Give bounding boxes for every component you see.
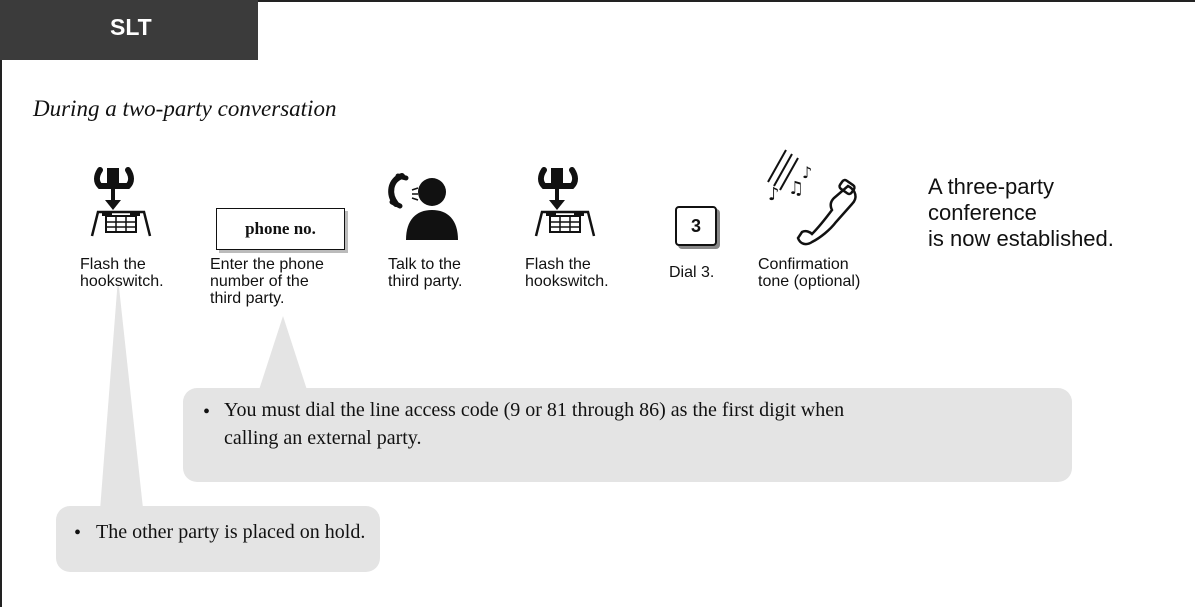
step-1-caption: Flash the hookswitch.: [80, 256, 164, 290]
caption-line: hookswitch.: [525, 273, 609, 290]
result-text: A three-party conference is now establis…: [928, 174, 1114, 252]
hold-note-callout: [56, 506, 380, 572]
result-line: conference: [928, 200, 1037, 225]
hold-note-bullet: •: [74, 522, 82, 544]
step-2-caption: Enter the phone number of the third part…: [210, 256, 324, 307]
hold-callout-pointer: [98, 278, 146, 536]
caption-line: hookswitch.: [80, 273, 164, 290]
dial-key-label: 3: [690, 215, 701, 236]
phone-number-box-label: phone no.: [245, 219, 316, 238]
caption-line: tone (optional): [758, 273, 861, 290]
caption-line: Flash the: [525, 256, 591, 273]
hookswitch-icon: [90, 167, 152, 237]
dial-callout-pointer: [258, 316, 308, 393]
step-4-caption: Flash the hookswitch.: [525, 256, 609, 290]
section-tab: SLT: [0, 0, 258, 60]
step-3-caption: Talk to the third party.: [388, 256, 462, 290]
frame-left-border: [0, 0, 2, 607]
section-heading: During a two-party conversation: [33, 96, 337, 121]
dial-note-bullet: •: [203, 401, 211, 423]
caption-line: Flash the: [80, 256, 146, 273]
dial-note-callout: [183, 388, 1072, 482]
caption-line: Talk to the: [388, 256, 461, 273]
hookswitch-icon: [534, 167, 596, 237]
result-line: is now established.: [928, 226, 1114, 251]
caption-line: Dial 3.: [669, 264, 715, 281]
talk-icon: [388, 173, 458, 240]
confirmation-tone-icon: ♪ ♫ ♪: [767, 149, 857, 246]
result-line: A three-party: [928, 174, 1054, 199]
frame-top-border: [0, 0, 1195, 2]
note-line: calling an external party.: [224, 427, 422, 449]
note-line: You must dial the line access code (9 or…: [224, 399, 845, 421]
caption-line: number of the: [210, 273, 309, 290]
dial-note-text: You must dial the line access code (9 or…: [224, 396, 844, 452]
phone-number-box: phone no.: [216, 208, 345, 250]
svg-text:♪: ♪: [802, 163, 812, 182]
section-tab-label: SLT: [110, 14, 152, 40]
hold-note-text: The other party is placed on hold.: [96, 521, 366, 543]
caption-line: Confirmation: [758, 256, 849, 273]
svg-text:♫: ♫: [788, 178, 804, 199]
step-5-caption: Dial 3.: [669, 264, 714, 281]
svg-text:♪: ♪: [768, 184, 780, 205]
step-6-caption: Confirmation tone (optional): [758, 256, 860, 290]
dial-key-icon: 3: [675, 206, 717, 246]
caption-line: third party.: [210, 290, 285, 307]
caption-line: third party.: [388, 273, 463, 290]
caption-line: Enter the phone: [210, 256, 324, 273]
